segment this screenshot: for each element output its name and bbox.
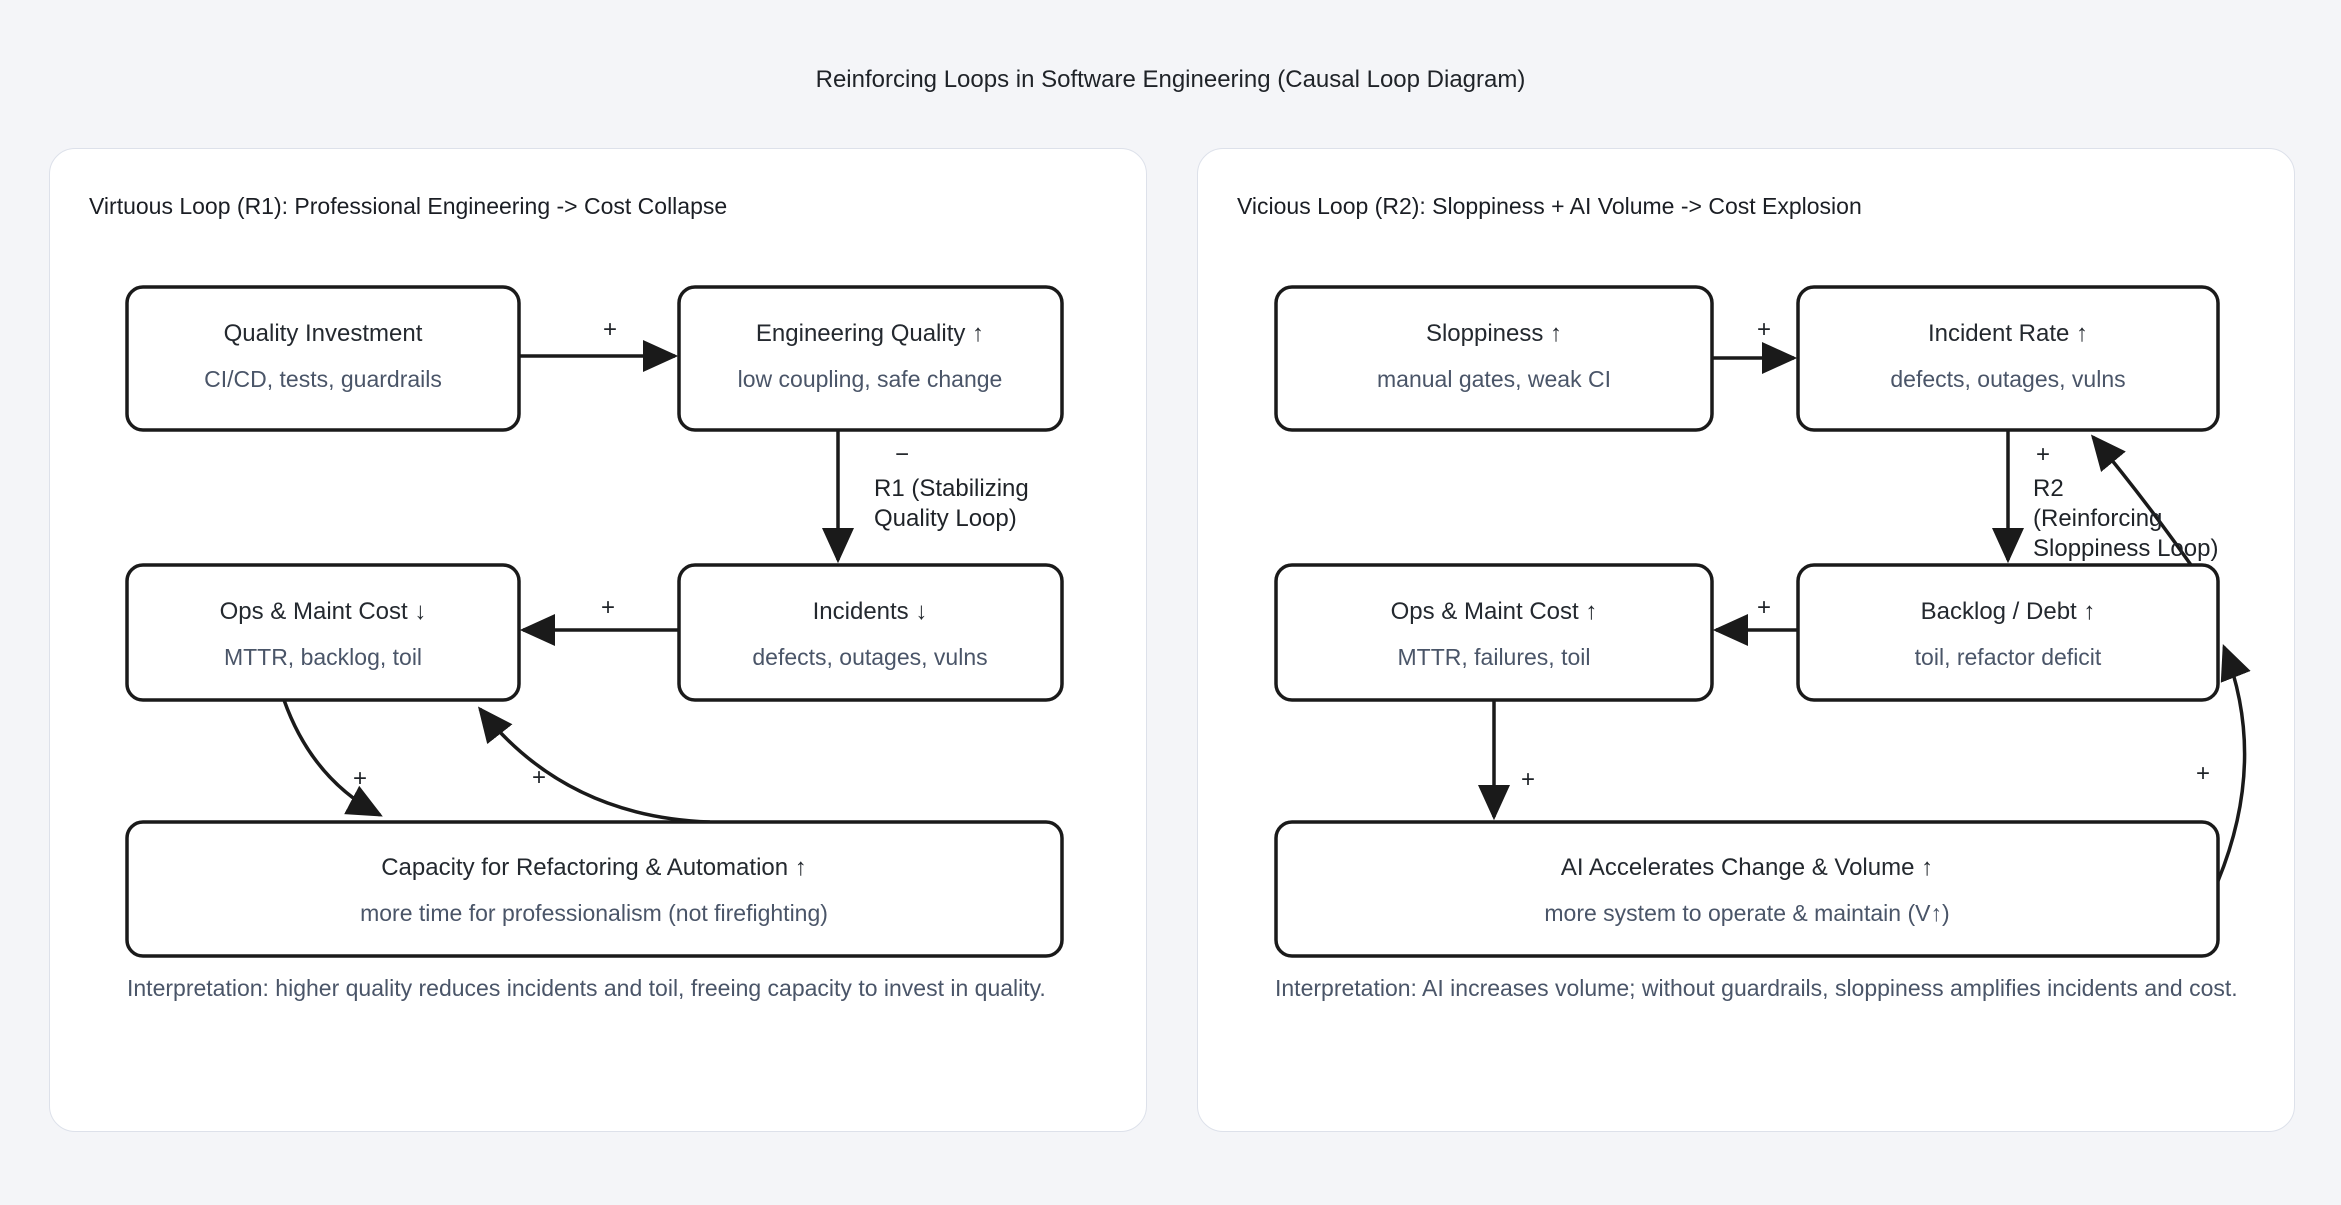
- virtuous-interpretation: Interpretation: higher quality reduces i…: [127, 975, 1046, 1001]
- node-capacity-title: Capacity for Refactoring & Automation ↑: [381, 854, 807, 881]
- node-incidents-down-box: [677, 563, 1064, 702]
- node-engineering-quality-box: [677, 285, 1064, 432]
- node-sloppiness-subtitle: manual gates, weak CI: [1377, 366, 1611, 392]
- node-ai-volume-subtitle: more system to operate & maintain (V↑): [1544, 900, 1949, 926]
- node-ai-volume-box: [1274, 820, 2220, 958]
- node-incidents-down-title: Incidents ↓: [813, 598, 928, 625]
- edge-label-opscost-capacity: +: [353, 765, 367, 792]
- node-ops-maint-cost-down-subtitle: MTTR, backlog, toil: [224, 644, 422, 670]
- edge-capacity-to-opscost: [478, 706, 711, 824]
- node-engineering-quality-subtitle: low coupling, safe change: [738, 366, 1003, 392]
- edge-label-backlog-opscost: +: [1757, 594, 1771, 621]
- node-ops-maint-cost-up-box: [1274, 563, 1714, 702]
- edge-label-r1-sign: −: [895, 441, 909, 468]
- node-backlog-debt: Backlog / Debt ↑ toil, refactor deficit: [1796, 563, 2220, 702]
- edge-label-r2-sign: +: [2036, 441, 2050, 468]
- node-incident-rate-subtitle: defects, outages, vulns: [1890, 366, 2125, 392]
- vicious-interpretation: Interpretation: AI increases volume; wit…: [1275, 975, 2238, 1001]
- node-incidents-down-subtitle: defects, outages, vulns: [752, 644, 987, 670]
- node-sloppiness-title: Sloppiness ↑: [1426, 320, 1562, 347]
- node-quality-investment-subtitle: CI/CD, tests, guardrails: [204, 366, 442, 392]
- node-sloppiness-box: [1274, 285, 1714, 432]
- panel-vicious-header: Vicious Loop (R2): Sloppiness + AI Volum…: [1237, 193, 1862, 219]
- virtuous-loop-diagram: Quality Investment CI/CD, tests, guardra…: [125, 285, 1064, 958]
- node-backlog-debt-box: [1796, 563, 2220, 702]
- edge-opscost-to-capacity: [282, 699, 383, 817]
- node-ops-maint-cost-up: Ops & Maint Cost ↑ MTTR, failures, toil: [1274, 563, 1714, 702]
- panel-virtuous-loop: Virtuous Loop (R1): Professional Enginee…: [49, 148, 1147, 1132]
- edge-label-r2-line1: R2: [2033, 475, 2064, 502]
- edge-label-sloppiness-incidentrate: +: [1757, 316, 1771, 343]
- edge-label-quality-engquality: +: [603, 316, 617, 343]
- node-sloppiness: Sloppiness ↑ manual gates, weak CI: [1274, 285, 1714, 432]
- edge-ai-to-backlog: [2216, 644, 2251, 882]
- node-incidents-down: Incidents ↓ defects, outages, vulns: [677, 563, 1064, 702]
- node-ai-volume-title: AI Accelerates Change & Volume ↑: [1561, 854, 1933, 881]
- node-ai-volume: AI Accelerates Change & Volume ↑ more sy…: [1274, 820, 2220, 958]
- edge-label-r2-line3: Sloppiness Loop): [2033, 535, 2218, 562]
- node-incident-rate: Incident Rate ↑ defects, outages, vulns: [1796, 285, 2220, 432]
- node-ops-maint-cost-down-title: Ops & Maint Cost ↓: [220, 598, 427, 625]
- edge-label-r2-line2: (Reinforcing: [2033, 505, 2162, 532]
- node-incident-rate-box: [1796, 285, 2220, 432]
- edge-label-capacity-opscost: +: [532, 764, 546, 791]
- panel-vicious-loop: Vicious Loop (R2): Sloppiness + AI Volum…: [1197, 148, 2295, 1132]
- edge-label-incidents-opscost: +: [601, 594, 615, 621]
- node-quality-investment-title: Quality Investment: [224, 320, 423, 347]
- node-capacity: Capacity for Refactoring & Automation ↑ …: [125, 820, 1064, 958]
- node-ops-maint-cost-down: Ops & Maint Cost ↓ MTTR, backlog, toil: [125, 563, 521, 702]
- edge-label-ai-backlog: +: [2196, 760, 2210, 787]
- page-title: Reinforcing Loops in Software Engineerin…: [815, 66, 1526, 93]
- node-capacity-box: [125, 820, 1064, 958]
- node-ops-maint-cost-up-subtitle: MTTR, failures, toil: [1398, 644, 1591, 670]
- node-engineering-quality: Engineering Quality ↑ low coupling, safe…: [677, 285, 1064, 432]
- node-ops-maint-cost-up-title: Ops & Maint Cost ↑: [1391, 598, 1598, 625]
- node-backlog-debt-title: Backlog / Debt ↑: [1921, 598, 2096, 625]
- node-incident-rate-title: Incident Rate ↑: [1928, 320, 2088, 347]
- edge-backlog-to-incidentrate: [2090, 434, 2193, 567]
- vicious-loop-diagram: Sloppiness ↑ manual gates, weak CI Incid…: [1274, 285, 2251, 958]
- node-backlog-debt-subtitle: toil, refactor deficit: [1915, 644, 2102, 670]
- node-quality-investment: Quality Investment CI/CD, tests, guardra…: [125, 285, 521, 432]
- panel-virtuous-header: Virtuous Loop (R1): Professional Enginee…: [89, 193, 728, 219]
- node-ops-maint-cost-down-box: [125, 563, 521, 702]
- node-capacity-subtitle: more time for professionalism (not firef…: [360, 900, 828, 926]
- edge-label-r1-line1: R1 (Stabilizing: [874, 475, 1029, 502]
- edge-label-opscost-ai: +: [1521, 766, 1535, 793]
- node-engineering-quality-title: Engineering Quality ↑: [756, 320, 984, 347]
- node-quality-investment-box: [125, 285, 521, 432]
- edge-label-r1-line2: Quality Loop): [874, 505, 1017, 532]
